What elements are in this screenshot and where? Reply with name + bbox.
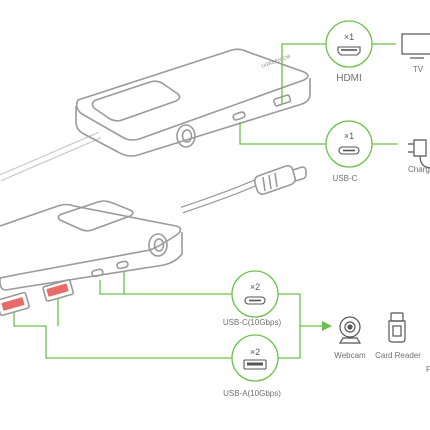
- charger-plug-icon: [408, 139, 430, 169]
- usb-a-data-label: USB-A(10Gbps): [223, 389, 281, 398]
- usb-a-data-circle: ×2: [231, 334, 279, 382]
- usb-a-data-count: ×2: [250, 347, 260, 357]
- hdmi-label: HDMI: [336, 73, 362, 84]
- usb-c-data-line: [99, 280, 232, 295]
- upper-hub-hdmi-port: [273, 94, 292, 107]
- usb-c-charge-label: USB-C: [333, 174, 358, 183]
- usb-c-data-count: ×2: [250, 282, 260, 292]
- tv-icon: [401, 33, 430, 59]
- usb-a-port-icon: [243, 359, 267, 370]
- usb-c-data-right-line: [278, 293, 301, 326]
- usb-a-data-right-line: [278, 325, 324, 359]
- usb-c-charge-circle: ×1: [325, 120, 373, 168]
- usb-c-data-circle: ×2: [231, 270, 279, 318]
- usb-c-port-icon: [338, 146, 360, 155]
- hdmi-count: ×1: [344, 32, 354, 42]
- card-reader-label: Card Reader: [375, 351, 421, 360]
- card-reader-icon: [388, 312, 406, 343]
- usb-a-data-line: [13, 312, 232, 359]
- usb-c-connector: [254, 165, 307, 195]
- hdmi-port-icon: [337, 46, 361, 56]
- webcam-icon: [338, 316, 362, 344]
- lower-hub-usb-c-port-2: [116, 260, 129, 270]
- lower-hub: [0, 165, 307, 317]
- lower-hub-body-side: [0, 232, 183, 291]
- usb-c-data-label: USB-C(10Gbps): [223, 318, 282, 327]
- upper-hub-body-top: [75, 48, 309, 141]
- upper-hub: [0, 48, 311, 182]
- charger-label: Charger: [408, 165, 430, 174]
- usb-a-port-cores: [1, 283, 69, 311]
- lower-hub-usb-c-port-1: [91, 268, 104, 278]
- upper-hub-body-side: [75, 78, 311, 157]
- upper-hub-knob: [176, 124, 196, 148]
- usb-c-charge-count: ×1: [344, 131, 354, 141]
- usb-c-port-icon: [244, 296, 266, 305]
- hdmi-line: [281, 43, 326, 104]
- connector-lines: [13, 43, 398, 359]
- lower-hub-knob: [148, 233, 168, 257]
- tv-label: TV: [413, 65, 424, 74]
- upper-hub-top-pad: [91, 80, 181, 122]
- lower-hub-usb-a-port-1: [0, 291, 30, 317]
- usb-c-charge-line: [239, 122, 326, 145]
- lower-hub-top-pad: [57, 200, 134, 232]
- arrow-to-devices-icon: [322, 321, 332, 331]
- hdmi-port-circle: ×1: [325, 20, 373, 68]
- partial-device-label: F: [426, 365, 430, 374]
- webcam-label: Webcam: [334, 351, 366, 360]
- upper-hub-usb-c-port: [232, 111, 246, 121]
- lower-hub-usb-a-port-2: [42, 279, 74, 302]
- lower-hub-body-top: [0, 203, 182, 279]
